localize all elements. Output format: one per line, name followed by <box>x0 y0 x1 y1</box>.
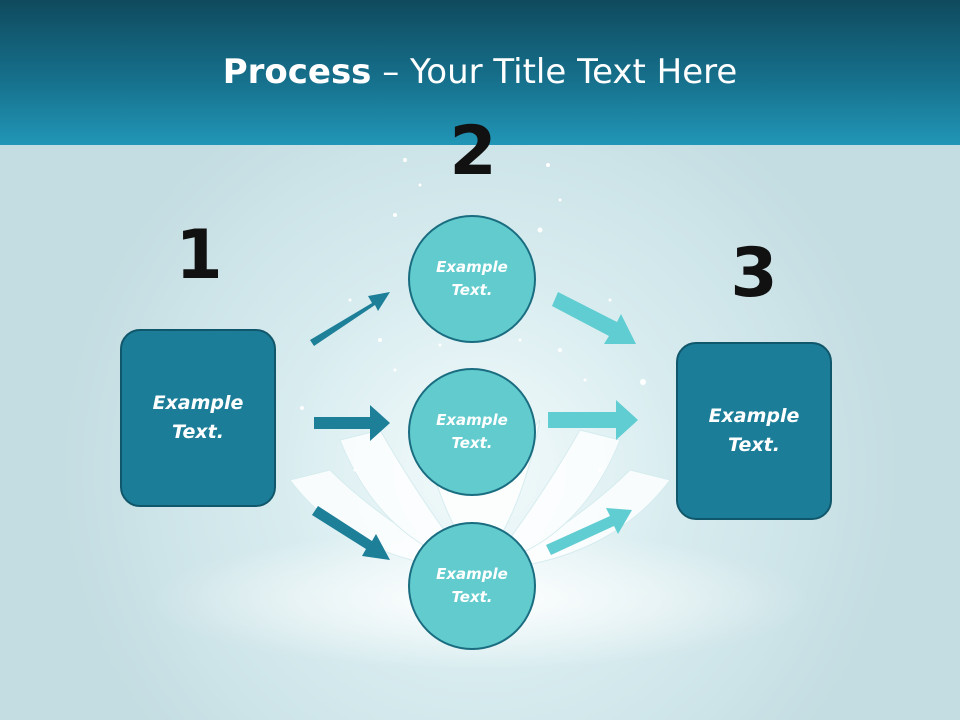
arrows-right <box>546 292 638 555</box>
step-2-circle-bottom[interactable]: Example Text. <box>408 522 536 650</box>
arrows-left <box>310 292 390 560</box>
arrow-from-circle-3 <box>546 508 632 555</box>
sparkles <box>300 158 646 472</box>
title-bold: Process <box>222 52 372 92</box>
step-1-text: Example Text. <box>152 392 244 443</box>
step-3-box[interactable]: Example Text. <box>676 342 832 520</box>
arrow-to-circle-3 <box>312 506 390 560</box>
step-1-box[interactable]: Example Text. <box>120 329 276 507</box>
circle-3-text: Example Text. <box>436 565 508 606</box>
arrow-to-circle-2 <box>314 405 390 441</box>
step-1-number: 1 <box>175 216 223 295</box>
circle-1-text: Example Text. <box>436 258 508 299</box>
arrow-to-circle-1 <box>310 292 390 346</box>
slide-title: Process – Your Title Text Here <box>0 52 960 92</box>
arrow-from-circle-1 <box>552 292 636 344</box>
title-rest: – Your Title Text Here <box>371 52 738 92</box>
step-3-text: Example Text. <box>708 405 800 456</box>
step-2-circle-middle[interactable]: Example Text. <box>408 368 536 496</box>
step-3-number: 3 <box>730 234 778 313</box>
step-2-circle-top[interactable]: Example Text. <box>408 215 536 343</box>
title-banner <box>0 0 960 145</box>
circle-2-text: Example Text. <box>436 411 508 452</box>
arrow-from-circle-2 <box>548 400 638 440</box>
step-2-number: 2 <box>449 112 497 191</box>
